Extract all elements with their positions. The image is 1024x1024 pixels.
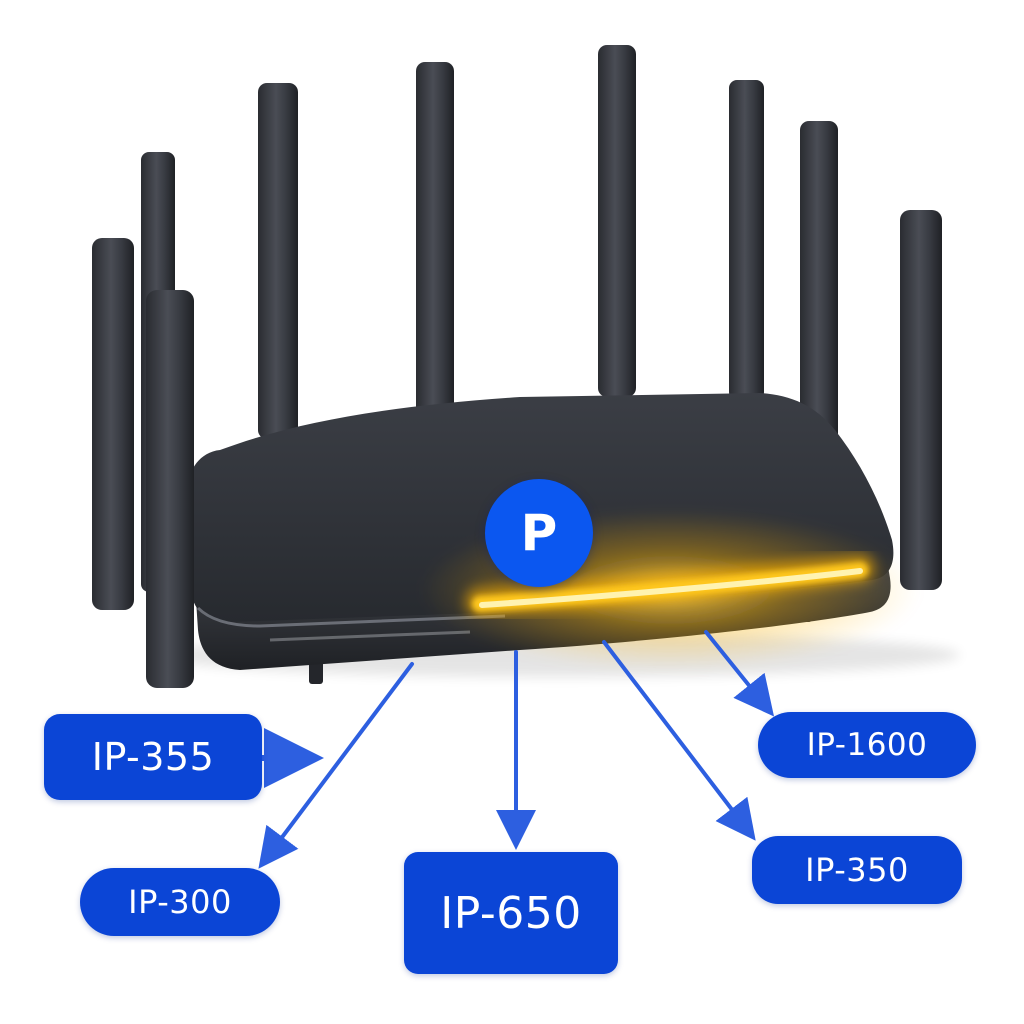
- antenna: [258, 83, 298, 439]
- ip-350-label: IP-350: [752, 836, 962, 904]
- antenna: [729, 80, 764, 400]
- antenna: [598, 45, 636, 397]
- ip-1600-label: IP-1600: [758, 712, 976, 778]
- antenna: [146, 290, 194, 688]
- arrow-to-ip-300: [258, 662, 414, 869]
- antenna: [900, 210, 942, 590]
- antenna-group-front: [92, 210, 942, 688]
- p-badge: P: [485, 479, 593, 587]
- arrow-to-ip-1600: [704, 630, 775, 717]
- arrow-to-ip-350: [602, 640, 756, 841]
- connection-arrows: [258, 630, 775, 869]
- ip-355-label: IP-355: [44, 714, 262, 800]
- ip-300-label: IP-300: [80, 868, 280, 936]
- antenna: [92, 238, 134, 610]
- antenna: [416, 62, 454, 418]
- ip-650-label: IP-650: [404, 852, 618, 974]
